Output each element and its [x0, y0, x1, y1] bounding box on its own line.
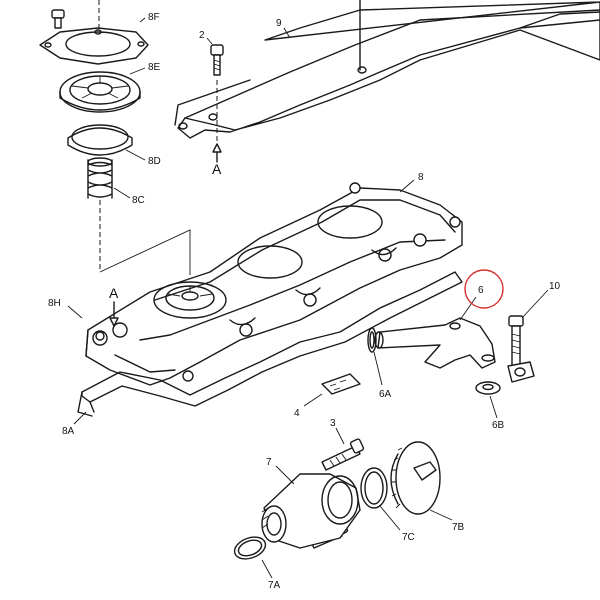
callout-8e[interactable]: 8E [148, 62, 161, 73]
bolt-2-part[interactable] [210, 44, 224, 76]
callout-7c[interactable]: 7C [402, 532, 415, 543]
leader-lines [67, 17, 549, 579]
callout-4[interactable]: 4 [294, 408, 300, 419]
clip-4-part[interactable] [321, 373, 361, 395]
seal-6a-part[interactable] [367, 327, 377, 353]
view-marker-upper: A [212, 143, 222, 177]
view-marker-lower-label: A [109, 285, 119, 301]
cover-plate-8f-part[interactable] [39, 27, 149, 65]
grommet-6b-part[interactable] [475, 381, 501, 395]
ring-8d-part[interactable] [67, 124, 133, 156]
bolt-8h-part[interactable] [95, 331, 105, 341]
bolt-3-part[interactable] [321, 438, 365, 471]
callout-3[interactable]: 3 [330, 418, 336, 429]
breather-tube-6-part[interactable] [374, 317, 496, 369]
callout-8c[interactable]: 8C [132, 195, 145, 206]
callout-8[interactable]: 8 [418, 172, 424, 183]
o-ring-7a-part[interactable] [232, 533, 269, 563]
callout-8a[interactable]: 8A [62, 426, 75, 437]
callout-10[interactable]: 10 [549, 281, 561, 292]
callout-9[interactable]: 9 [276, 18, 282, 29]
bolt-10-part[interactable] [508, 315, 524, 367]
callout-6a[interactable]: 6A [379, 389, 392, 400]
callout-8h[interactable]: 8H [48, 298, 61, 309]
callout-6b[interactable]: 6B [492, 420, 505, 431]
callout-2[interactable]: 2 [199, 30, 205, 41]
callout-6[interactable]: 6 [478, 285, 484, 296]
filler-neck-7-part[interactable] [261, 473, 361, 549]
valve-cover-8-part[interactable] [85, 182, 463, 386]
spring-8c-part[interactable] [87, 157, 113, 199]
callout-7b[interactable]: 7B [452, 522, 465, 533]
highlight-circle [464, 269, 504, 309]
callout-8d[interactable]: 8D [148, 156, 161, 167]
gasket-8a-part[interactable] [77, 271, 463, 417]
callout-7a[interactable]: 7A [268, 580, 281, 591]
bolt-top-part[interactable] [51, 9, 65, 29]
callout-7[interactable]: 7 [266, 457, 272, 468]
callout-labels: 8F 8E 8D 8C 2 9 8 8H 6 10 6A 4 6B 8A 3 7… [48, 12, 561, 591]
diaphragm-8e-part[interactable] [59, 71, 141, 113]
callout-8f[interactable]: 8F [148, 12, 160, 23]
o-ring-7c-part[interactable] [360, 467, 388, 509]
view-marker-lower: A [109, 285, 119, 327]
view-marker-upper-label: A [212, 161, 222, 177]
clamp-part[interactable] [507, 361, 535, 383]
shield-bracket-part[interactable] [174, 0, 600, 139]
filler-cap-7b-part[interactable] [390, 441, 441, 515]
